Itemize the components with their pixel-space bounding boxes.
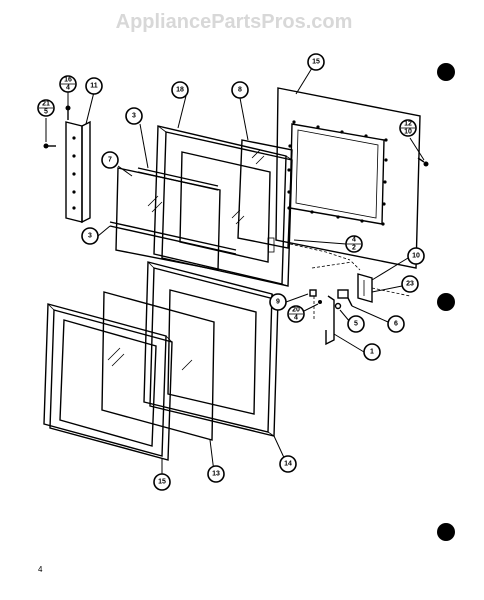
svg-text:8: 8 [238, 87, 242, 94]
callout-4-2: 42 [345, 235, 363, 253]
svg-text:7: 7 [108, 157, 112, 164]
callout-15-bottom: 15 [153, 473, 171, 491]
svg-text:3: 3 [132, 113, 136, 120]
svg-text:18: 18 [176, 87, 184, 94]
punch-hole-bottom [437, 523, 455, 541]
svg-text:21: 21 [42, 101, 50, 108]
page-number: 4 [38, 565, 43, 574]
callout-3-top: 3 [125, 107, 143, 125]
svg-text:5: 5 [354, 321, 358, 328]
callout-15-top: 15 [307, 53, 325, 71]
svg-text:4: 4 [352, 237, 356, 244]
callout-6: 6 [387, 315, 405, 333]
callout-8: 8 [231, 81, 249, 99]
svg-text:1: 1 [370, 349, 374, 356]
part-latch-arm [325, 295, 335, 346]
svg-text:5: 5 [44, 109, 48, 116]
svg-text:9: 9 [276, 299, 280, 306]
callout-1: 1 [363, 343, 381, 361]
callout-23: 23 [401, 275, 419, 293]
watermark-text: AppliancePartsPros.com [116, 11, 353, 33]
svg-text:16: 16 [64, 77, 72, 84]
callout-9: 9 [269, 293, 287, 311]
svg-text:4: 4 [294, 315, 298, 322]
svg-text:20: 20 [292, 307, 300, 314]
punch-hole-middle [437, 293, 455, 311]
callout-21-5: 215 [37, 99, 55, 117]
part-screw-left [43, 143, 56, 149]
svg-text:13: 13 [212, 471, 220, 478]
assembly-dashed-lines [289, 243, 411, 320]
callout-18: 18 [171, 81, 189, 99]
svg-text:11: 11 [90, 83, 98, 90]
part-inner-glass [115, 167, 221, 271]
part-front-glass [101, 291, 215, 441]
punch-hole-top [437, 63, 455, 81]
callout-3-bottom: 3 [81, 227, 99, 245]
callout-5: 5 [347, 315, 365, 333]
callout-16-4: 164 [59, 75, 77, 93]
part-latch-hardware [334, 289, 353, 310]
svg-text:15: 15 [158, 479, 166, 486]
callout-11: 11 [85, 77, 103, 95]
leader-lines [45, 67, 425, 480]
part-hinge [65, 120, 91, 224]
part-small-fasteners [309, 289, 322, 304]
part-bottom-strip [109, 221, 237, 255]
svg-text:6: 6 [394, 321, 398, 328]
svg-text:2: 2 [352, 245, 356, 252]
svg-text:15: 15 [312, 59, 320, 66]
part-screw-hinge [65, 105, 71, 120]
svg-text:3: 3 [88, 233, 92, 240]
callout-14: 14 [279, 455, 297, 473]
svg-text:14: 14 [284, 461, 292, 468]
callout-7: 7 [101, 151, 119, 169]
svg-text:23: 23 [406, 281, 414, 288]
callout-13: 13 [207, 465, 225, 483]
svg-text:10: 10 [412, 253, 420, 260]
svg-text:12: 12 [404, 121, 412, 128]
part-screw-right [417, 157, 429, 167]
part-latch-bracket [357, 273, 373, 303]
svg-text:4: 4 [66, 85, 70, 92]
part-front-trim-frame [43, 303, 173, 461]
callout-10: 10 [407, 247, 425, 265]
part-glass-pane [237, 139, 293, 249]
callout-20-4: 204 [287, 305, 305, 323]
part-inner-door-frame [153, 125, 293, 287]
svg-text:10: 10 [404, 129, 412, 136]
